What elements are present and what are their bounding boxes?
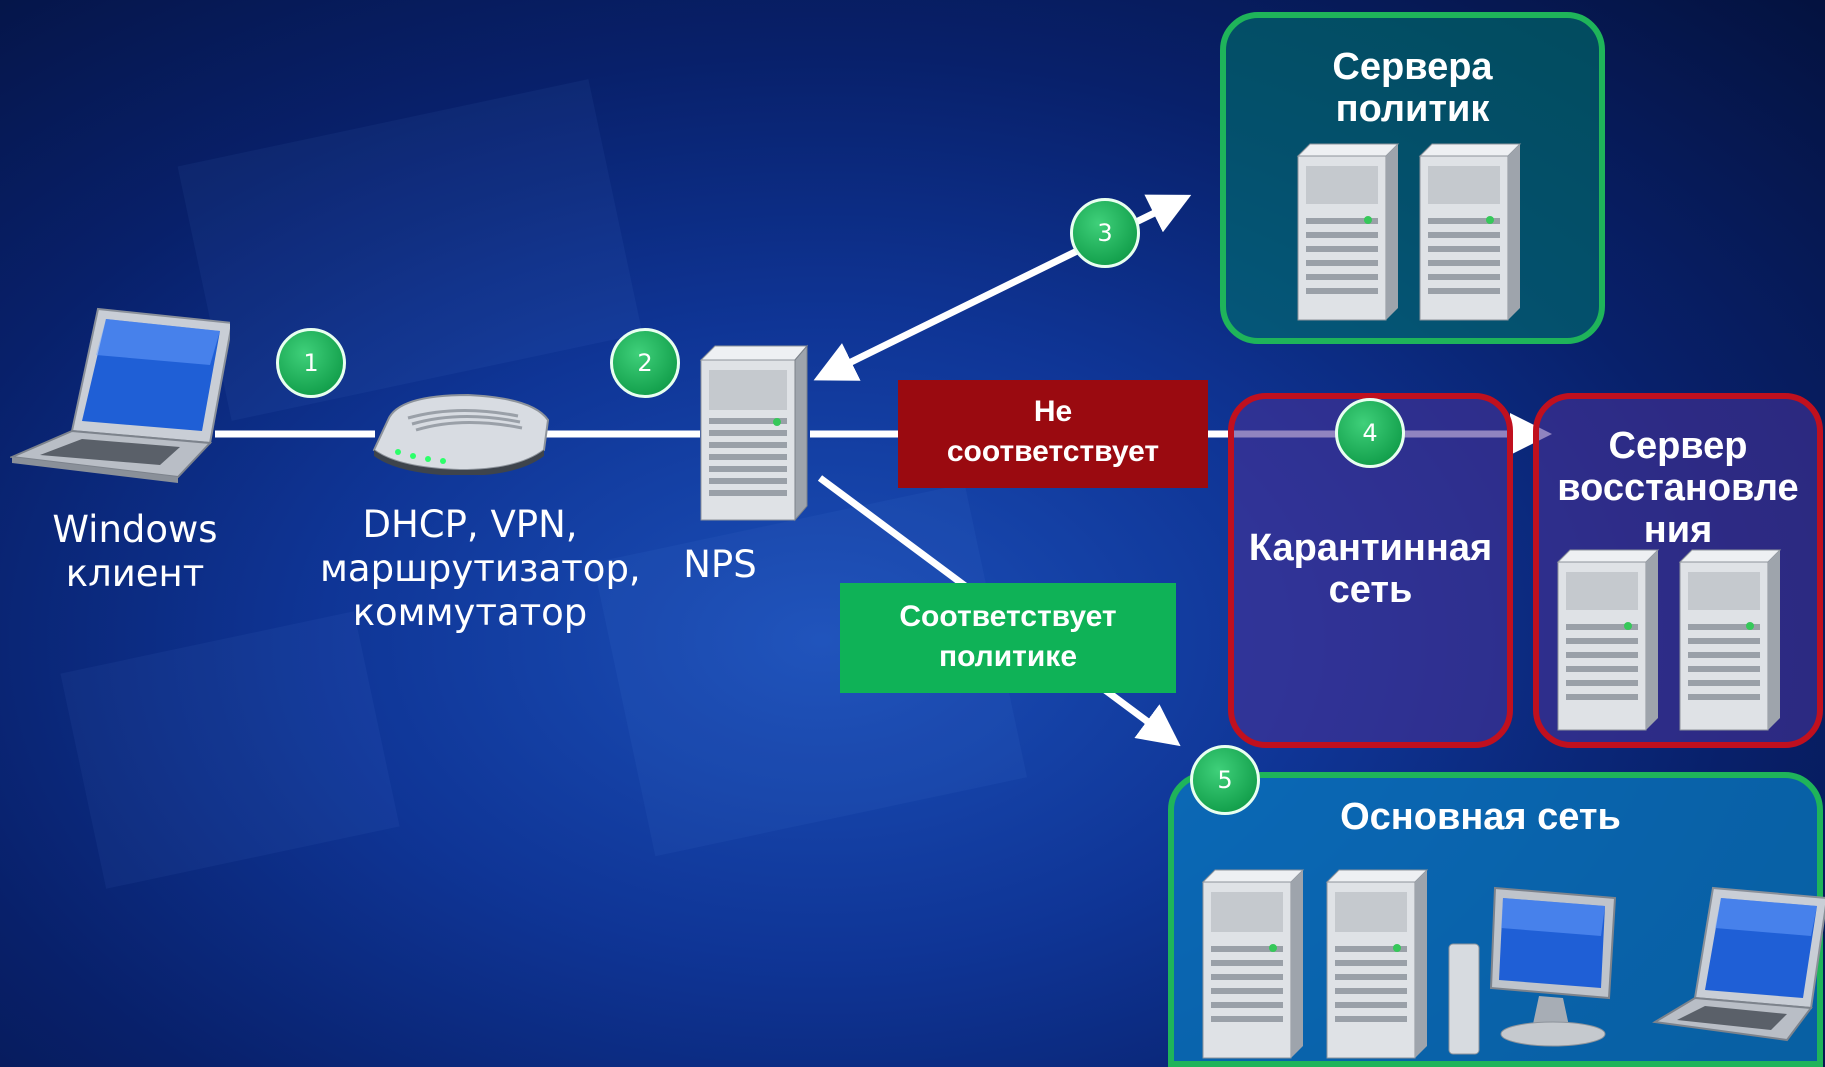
step-5-badge: 5 — [1190, 745, 1260, 815]
step-4-badge: 4 — [1335, 398, 1405, 468]
router-label: DHCP, VPN, маршрутизатор, коммутатор — [320, 503, 641, 634]
nps-label: NPS — [683, 543, 757, 586]
server-icon — [1325, 869, 1429, 1059]
desktop-computer-icon — [1448, 886, 1617, 1055]
remediation-server-title: Сервер восстановле ния — [1557, 425, 1799, 551]
step-3-badge: 3 — [1070, 198, 1140, 268]
nps-server-icon — [699, 344, 809, 522]
router-icon — [372, 393, 550, 475]
laptop-icon — [1652, 886, 1825, 1042]
laptop-icon — [10, 307, 230, 483]
main-network-title: Основная сеть — [1340, 796, 1621, 838]
policy-servers-title: Сервера политик — [1332, 46, 1493, 130]
server-icon — [1201, 869, 1305, 1059]
step-2-badge: 2 — [610, 328, 680, 398]
main-network-devices — [1201, 869, 1825, 1059]
policy-servers-box: Сервера политик — [1220, 12, 1605, 344]
server-pair-icon — [1556, 549, 1782, 731]
quarantine-network-title: Карантинная сеть — [1248, 527, 1493, 611]
compliant-label: Соответствует политике — [840, 583, 1176, 693]
noncompliant-label: Не соответствует — [898, 380, 1208, 488]
step-1-badge: 1 — [276, 328, 346, 398]
server-pair-icon — [1296, 143, 1522, 321]
client-label: Windows клиент — [52, 508, 218, 595]
